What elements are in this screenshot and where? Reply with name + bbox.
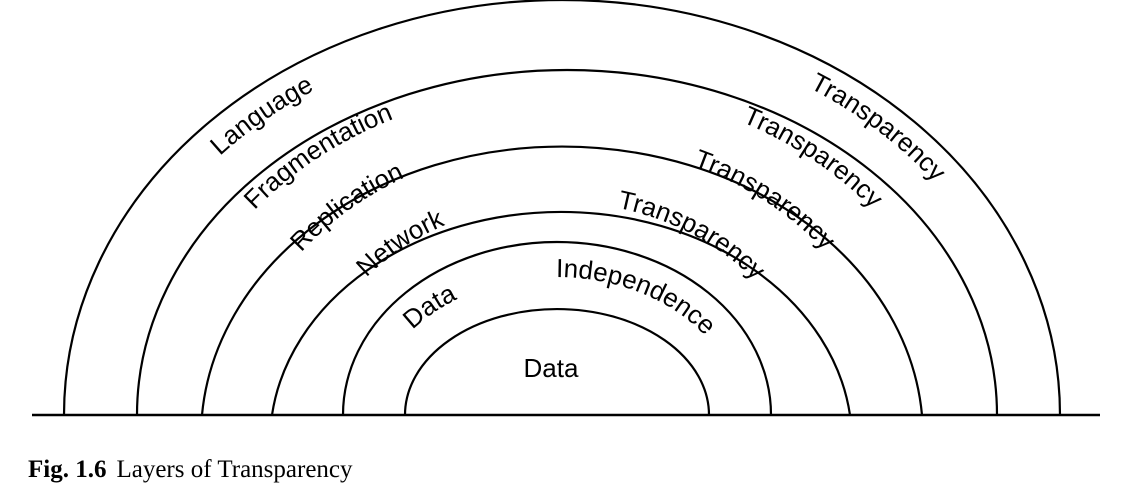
figure-number: Fig. 1.6 [28, 456, 107, 483]
arc-outer-language [62, 0, 1062, 416]
arc-network-inner [341, 240, 773, 416]
transparency-layers-diagram: Language Transparency Fragmentation Tran… [32, 0, 1100, 417]
arc-language-inner [135, 68, 999, 416]
svg-text:Network: Network [350, 203, 449, 282]
arc-data-core [403, 307, 711, 416]
layer-5-left-label: Data [397, 277, 461, 334]
figure-title: Layers of Transparency [116, 456, 353, 483]
layer-5-right-label: Independence [556, 253, 722, 340]
svg-text:Independence: Independence [556, 253, 722, 340]
layer-4-left-label: Network [350, 203, 449, 282]
arc-replication-inner [270, 210, 852, 416]
figure-caption: Fig. 1.6 Layers of Transparency [28, 456, 353, 484]
svg-text:Data: Data [397, 277, 461, 334]
core-data-label: Data [524, 353, 579, 383]
arc-fragmentation-inner [200, 145, 924, 416]
